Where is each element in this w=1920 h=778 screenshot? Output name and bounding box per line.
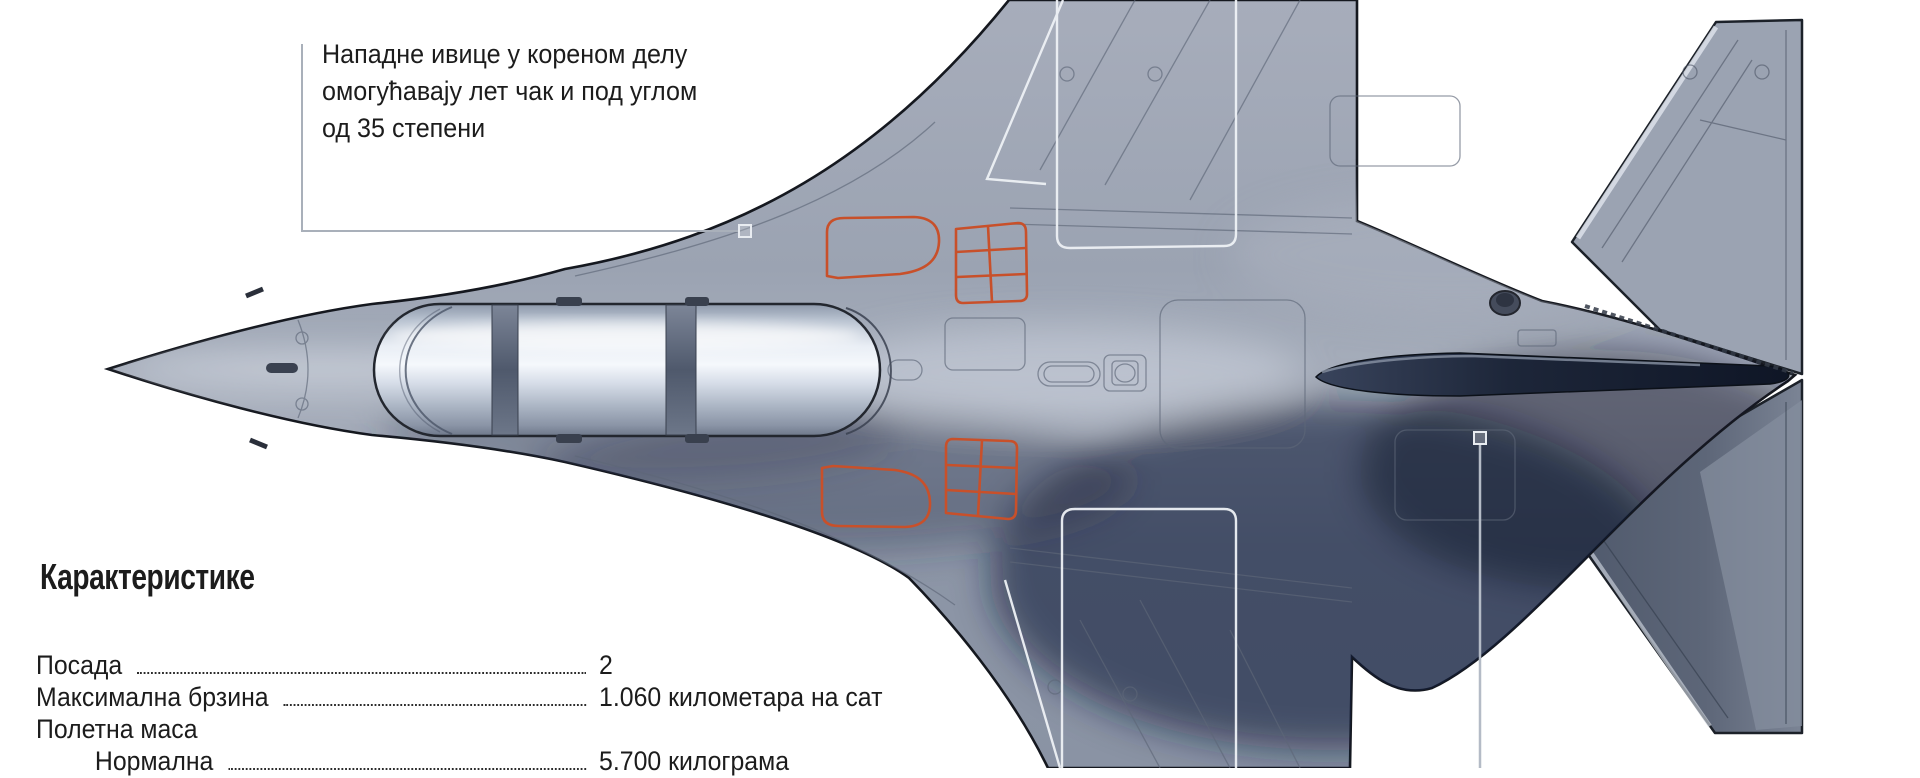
highlight-line-upper-le — [985, 0, 1065, 186]
windshield-arc — [404, 306, 453, 435]
spec-row-max-speed: Максимална брзина 1.060 километара на са… — [36, 682, 1048, 714]
dotted-leader — [212, 737, 586, 738]
orange-highlight-panels — [820, 215, 1029, 529]
aft-hatched-edge — [1584, 304, 1794, 375]
highlight-line-lower-le — [1003, 579, 1062, 768]
canopy-rear-arc — [845, 307, 892, 435]
spec-label: Нормална — [94, 746, 214, 776]
callout-line-leading-edge — [301, 44, 740, 232]
intake-louver-upper — [954, 221, 1029, 305]
highlight-box-upper-wing — [1055, 0, 1238, 250]
canopy-frame-band — [665, 304, 697, 436]
spec-row-crew: Посада 2 — [36, 650, 1048, 682]
intake-panel-lower-left — [820, 464, 932, 529]
hull-small-details — [245, 286, 1794, 450]
canopy — [372, 297, 892, 443]
characteristics-title: Карактеристике — [40, 556, 255, 597]
spec-value: 2 — [599, 650, 613, 680]
dotted-leader — [136, 671, 587, 674]
spec-row-takeoff-mass: Полетна маса — [36, 714, 1048, 746]
callout-marker-leading-edge — [738, 224, 752, 238]
annotation-line: омогућавају лет чак и под углом — [322, 76, 698, 106]
dotted-leader — [283, 703, 587, 706]
annotation-line: од 35 степени — [322, 113, 486, 143]
callout-marker-aft — [1473, 431, 1487, 445]
spec-value: 5.700 килограма — [599, 746, 790, 776]
dotted-leader — [228, 767, 587, 770]
spec-label: Полетна маса — [36, 714, 198, 744]
spec-label: Посада — [36, 650, 123, 680]
intake-panel-upper-left — [825, 215, 941, 280]
annotation-line: Нападне ивице у кореном делу — [322, 39, 688, 69]
aft-dome-top — [1496, 293, 1514, 307]
leading-edge-annotation: Нападне ивице у кореном делу омогућавају… — [322, 36, 697, 147]
spec-row-normal-mass: Нормална 5.700 килограма — [36, 746, 1048, 778]
highlight-box-lower-wing — [1060, 507, 1238, 768]
nose-vent-slot — [266, 363, 298, 373]
spec-value: 1.060 километара на сат — [599, 682, 883, 712]
spec-label: Максимална брзина — [36, 682, 269, 712]
panel-lines — [295, 0, 1557, 768]
callouts — [301, 44, 1487, 768]
vertical-fin-top-view — [1314, 352, 1790, 397]
nose-pitot-nubs — [245, 286, 268, 450]
tailplane-upper — [1570, 18, 1804, 376]
intake-louver-lower — [944, 437, 1019, 521]
canopy-frame-band — [491, 304, 519, 436]
root-leading-edge-highlights — [985, 0, 1238, 768]
tailplane-lower — [1558, 378, 1804, 735]
characteristics-table: Посада 2 Максимална брзина 1.060 километ… — [36, 650, 1048, 778]
